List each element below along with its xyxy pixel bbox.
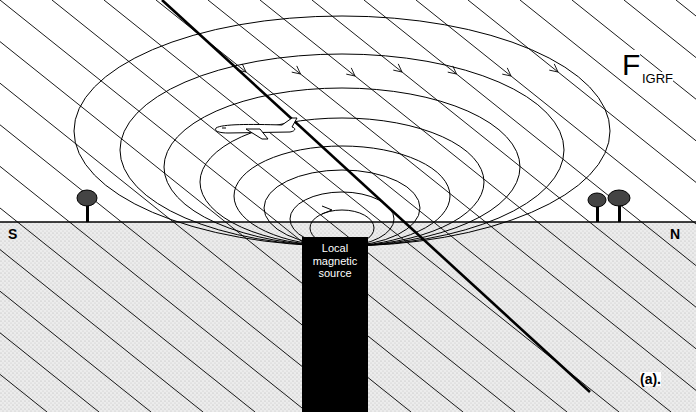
- airplane: [216, 118, 297, 139]
- field-subscript: IGRF: [642, 72, 673, 85]
- source-label: Local magnetic source: [302, 237, 368, 285]
- ground-surface: [0, 221, 696, 223]
- survey-profile-line: [162, 0, 590, 392]
- panel-label: (a).: [640, 372, 661, 386]
- field-arrow: [322, 206, 332, 214]
- tree: [77, 190, 630, 222]
- anomaly-field-lines: [74, 16, 610, 246]
- direction-label: S: [8, 227, 17, 241]
- ground: [0, 222, 696, 412]
- source-body: [302, 237, 368, 412]
- field-symbol: F: [622, 50, 640, 80]
- direction-label: N: [670, 227, 680, 241]
- magnetic-source-body: Local magnetic source: [302, 237, 368, 412]
